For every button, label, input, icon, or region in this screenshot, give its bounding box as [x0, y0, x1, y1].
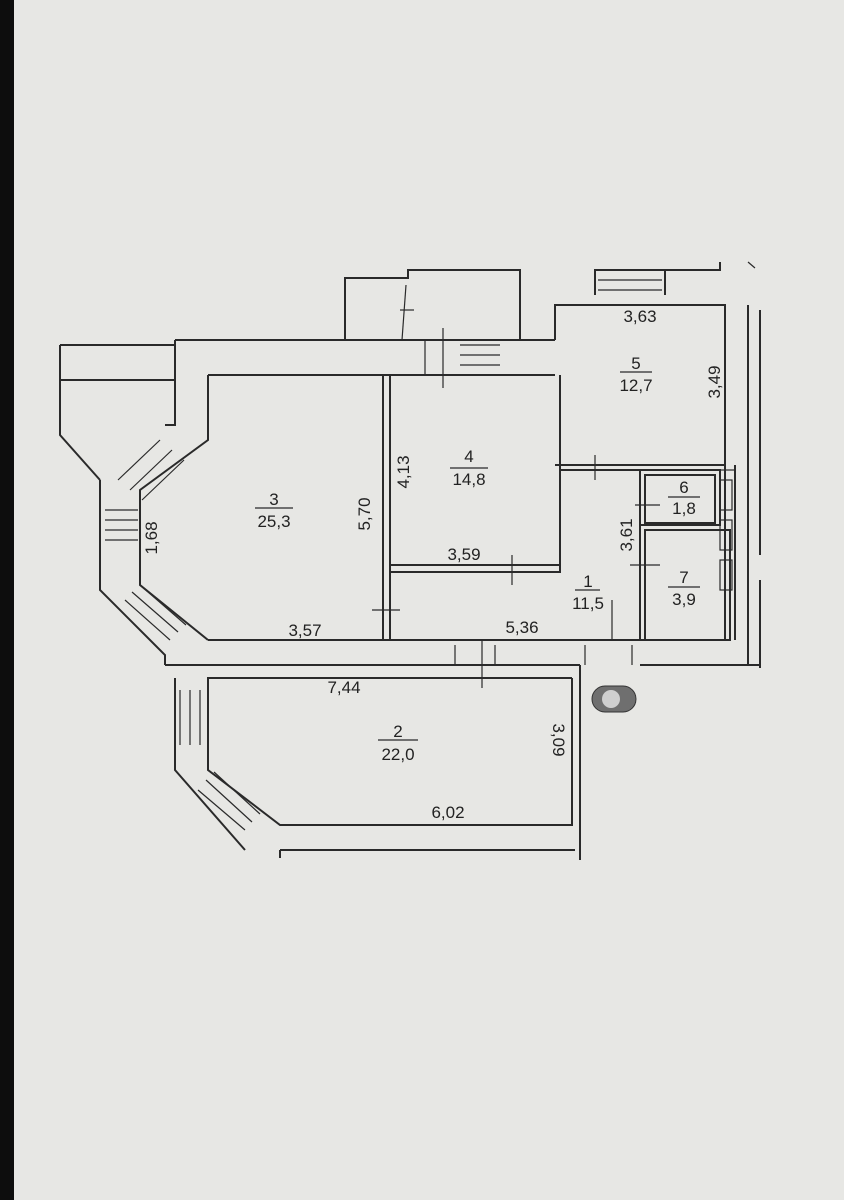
dim-r1-width: 5,36 [505, 618, 538, 637]
balcony-top [344, 262, 721, 341]
room-5-area: 12,7 [619, 376, 652, 395]
room-2-number: 2 [393, 722, 402, 741]
meter-mark [591, 685, 637, 713]
dim-r2-width-bottom: 6,02 [431, 803, 464, 822]
screen-edge [0, 0, 14, 1200]
outer-walls [59, 304, 726, 665]
room-1-number: 1 [583, 572, 592, 591]
room-1-area: 11,5 [572, 594, 604, 613]
dim-r5-width: 3,63 [623, 307, 656, 326]
frame-lines [747, 261, 761, 668]
dim-r5-depth: 3,49 [705, 365, 724, 398]
room-4-number: 4 [464, 447, 473, 466]
room-5-number: 5 [631, 354, 640, 373]
room-7-number: 7 [679, 568, 688, 587]
door-ticks [372, 328, 660, 688]
room-7-area: 3,9 [672, 590, 696, 609]
dim-r3-width: 3,57 [288, 621, 321, 640]
inner-walls [382, 375, 736, 641]
dim-r1-depth: 3,61 [617, 518, 636, 551]
room-3-area: 25,3 [257, 512, 290, 531]
dim-r3-depth: 5,70 [355, 497, 374, 530]
dim-r4-depth: 4,13 [394, 455, 413, 488]
room-6-area: 1,8 [672, 499, 696, 518]
fraction-bars [255, 371, 700, 741]
room-2-area: 22,0 [381, 745, 414, 764]
room-3-number: 3 [269, 490, 278, 509]
dim-r2-width-top: 7,44 [327, 678, 360, 697]
paper-sheet [14, 0, 844, 1200]
dim-r2-depth: 3,09 [549, 723, 568, 756]
dim-r3-bay: 1,68 [142, 521, 161, 554]
windows [105, 340, 633, 831]
dim-r4-width: 3,59 [447, 545, 480, 564]
room-4-area: 14,8 [452, 470, 485, 489]
room-6-number: 6 [679, 478, 688, 497]
lower-walls [165, 664, 760, 860]
